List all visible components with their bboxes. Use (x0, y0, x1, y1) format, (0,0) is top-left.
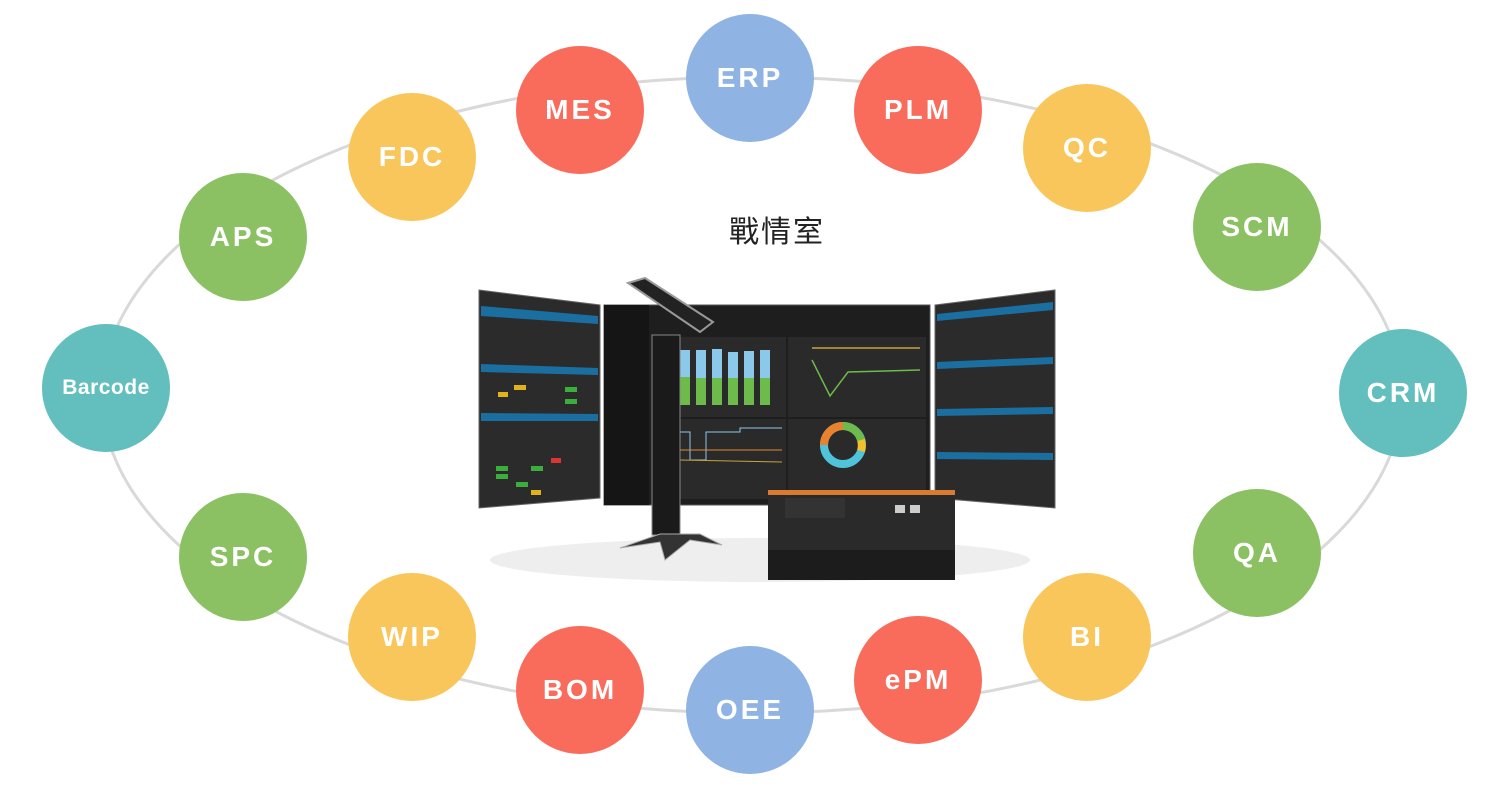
box-pc (768, 490, 955, 580)
node-plm[interactable]: PLM (854, 46, 982, 174)
node-oee[interactable]: OEE (686, 646, 814, 774)
node-bom[interactable]: BOM (516, 626, 644, 754)
page-title: 戰情室 (729, 215, 825, 250)
node-epm[interactable]: ePM (854, 616, 982, 744)
node-qa[interactable]: QA (1193, 489, 1321, 617)
node-mes[interactable]: MES (516, 46, 644, 174)
node-spc[interactable]: SPC (179, 493, 307, 621)
bar-chart-thumbnail (680, 349, 770, 405)
node-bi[interactable]: BI (1023, 573, 1151, 701)
node-barcode[interactable]: Barcode (42, 324, 170, 452)
node-fdc[interactable]: FDC (348, 93, 476, 221)
node-crm[interactable]: CRM (1339, 329, 1467, 457)
kiosk-stand (619, 276, 723, 561)
left-dashboard-panel (478, 289, 601, 509)
donut-chart-thumbnail (820, 422, 866, 468)
node-erp[interactable]: ERP (686, 14, 814, 142)
node-scm[interactable]: SCM (1193, 163, 1321, 291)
node-qc[interactable]: QC (1023, 84, 1151, 212)
node-aps[interactable]: APS (179, 173, 307, 301)
node-wip[interactable]: WIP (348, 573, 476, 701)
right-dashboard-panel (934, 289, 1056, 509)
